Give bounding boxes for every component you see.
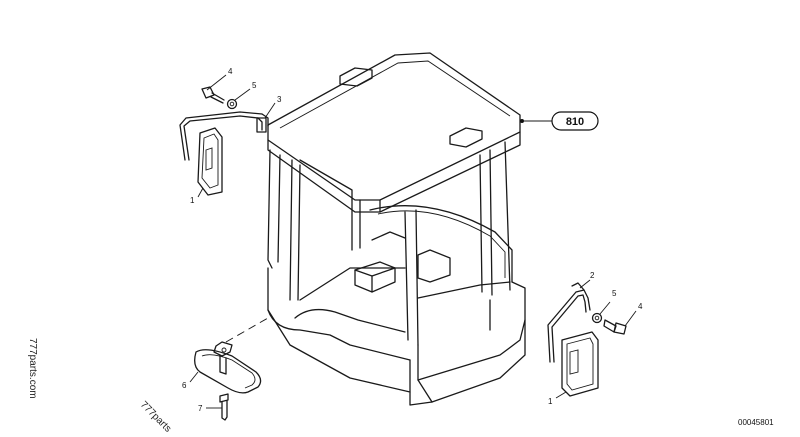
right-callouts: 2 5 4 1 xyxy=(548,271,643,406)
callout-interior-mirror: 6 xyxy=(182,381,187,390)
watermark-diagonal: 777parts xyxy=(138,399,173,434)
left-mirror-group xyxy=(179,86,269,196)
watermark-vertical: 777parts.com xyxy=(27,338,38,399)
callout-right-bolt: 4 xyxy=(638,302,643,311)
right-mirror-group xyxy=(547,282,627,397)
callout-left-mirror: 1 xyxy=(190,196,195,205)
callout-right-washer: 5 xyxy=(612,289,617,298)
callout-right-mirror: 1 xyxy=(548,397,553,406)
callout-right-bracket: 2 xyxy=(590,271,595,280)
callout-left-bracket: 3 xyxy=(277,95,282,104)
callout-left-bolt: 4 xyxy=(228,67,233,76)
left-callouts: 4 5 3 1 xyxy=(190,67,282,205)
callout-left-washer: 5 xyxy=(252,81,257,90)
document-number: 00045801 xyxy=(738,418,774,427)
callout-interior-screw: 7 xyxy=(198,404,203,413)
interior-mirror-leader xyxy=(225,317,269,343)
reference-badge: 810 xyxy=(520,111,599,131)
reference-badge-label: 810 xyxy=(566,116,584,128)
interior-callouts: 6 7 xyxy=(182,371,222,413)
cab-assembly xyxy=(267,52,526,406)
interior-mirror-group xyxy=(194,341,262,421)
